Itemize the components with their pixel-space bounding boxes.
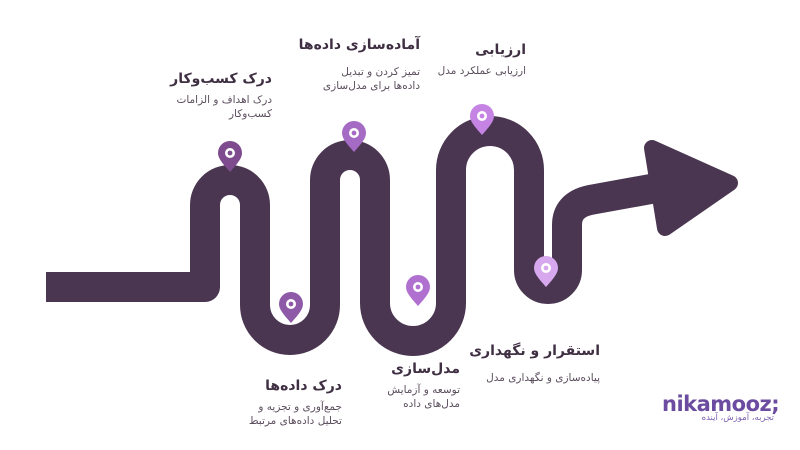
pin-deployment: [534, 256, 558, 287]
pin-data-preparation: [342, 121, 366, 152]
step-data-understanding: درک داده‌ها جمع‌آوری و تجزیه و تحلیل داد…: [202, 377, 342, 428]
step-title: ارزیابی: [475, 42, 526, 58]
pin-data-understanding: [279, 292, 303, 323]
step-title: استقرار و نگهداری: [469, 343, 600, 359]
step-business-understanding: درک کسب‌وکار درک اهداف و الزامات کسب‌وکا…: [132, 70, 272, 121]
step-modeling: مدل‌سازی توسعه و آزمایش مدل‌های داده: [340, 360, 460, 411]
step-title: درک کسب‌وکار: [170, 71, 272, 87]
step-data-preparation: آماده‌سازی داده‌ها تمیز کردن و تبدیل داد…: [260, 36, 420, 93]
step-description: تمیز کردن و تبدیل داده‌ها برای مدل‌سازی: [322, 65, 420, 93]
pin-modeling: [406, 275, 430, 306]
winding-road-path: [46, 116, 703, 356]
step-deployment: استقرار و نگهداری پیاده‌سازی و نگهداری م…: [440, 342, 600, 385]
step-description: پیاده‌سازی و نگهداری مدل: [486, 371, 600, 384]
brand-name: nikamooz;: [662, 392, 780, 416]
step-description: جمع‌آوری و تجزیه و تحلیل داده‌های مرتبط: [248, 400, 342, 428]
road-arrowhead: [644, 140, 738, 236]
brand-tagline: تجربه، آموزش، آینده: [701, 413, 774, 423]
step-title: آماده‌سازی داده‌ها: [298, 37, 420, 53]
step-description: توسعه و آزمایش مدل‌های داده: [387, 383, 460, 411]
step-description: ارزیابی عملکرد مدل: [437, 64, 526, 77]
step-title: درک داده‌ها: [265, 378, 342, 394]
pin-evaluation: [470, 104, 494, 135]
step-evaluation: ارزیابی ارزیابی عملکرد مدل: [386, 41, 526, 78]
step-title: مدل‌سازی: [391, 361, 460, 377]
pin-business-understanding: [218, 141, 242, 172]
step-description: درک اهداف و الزامات کسب‌وکار: [176, 93, 272, 121]
brand-logo: nikamooz; تجربه، آموزش، آینده: [662, 392, 782, 423]
